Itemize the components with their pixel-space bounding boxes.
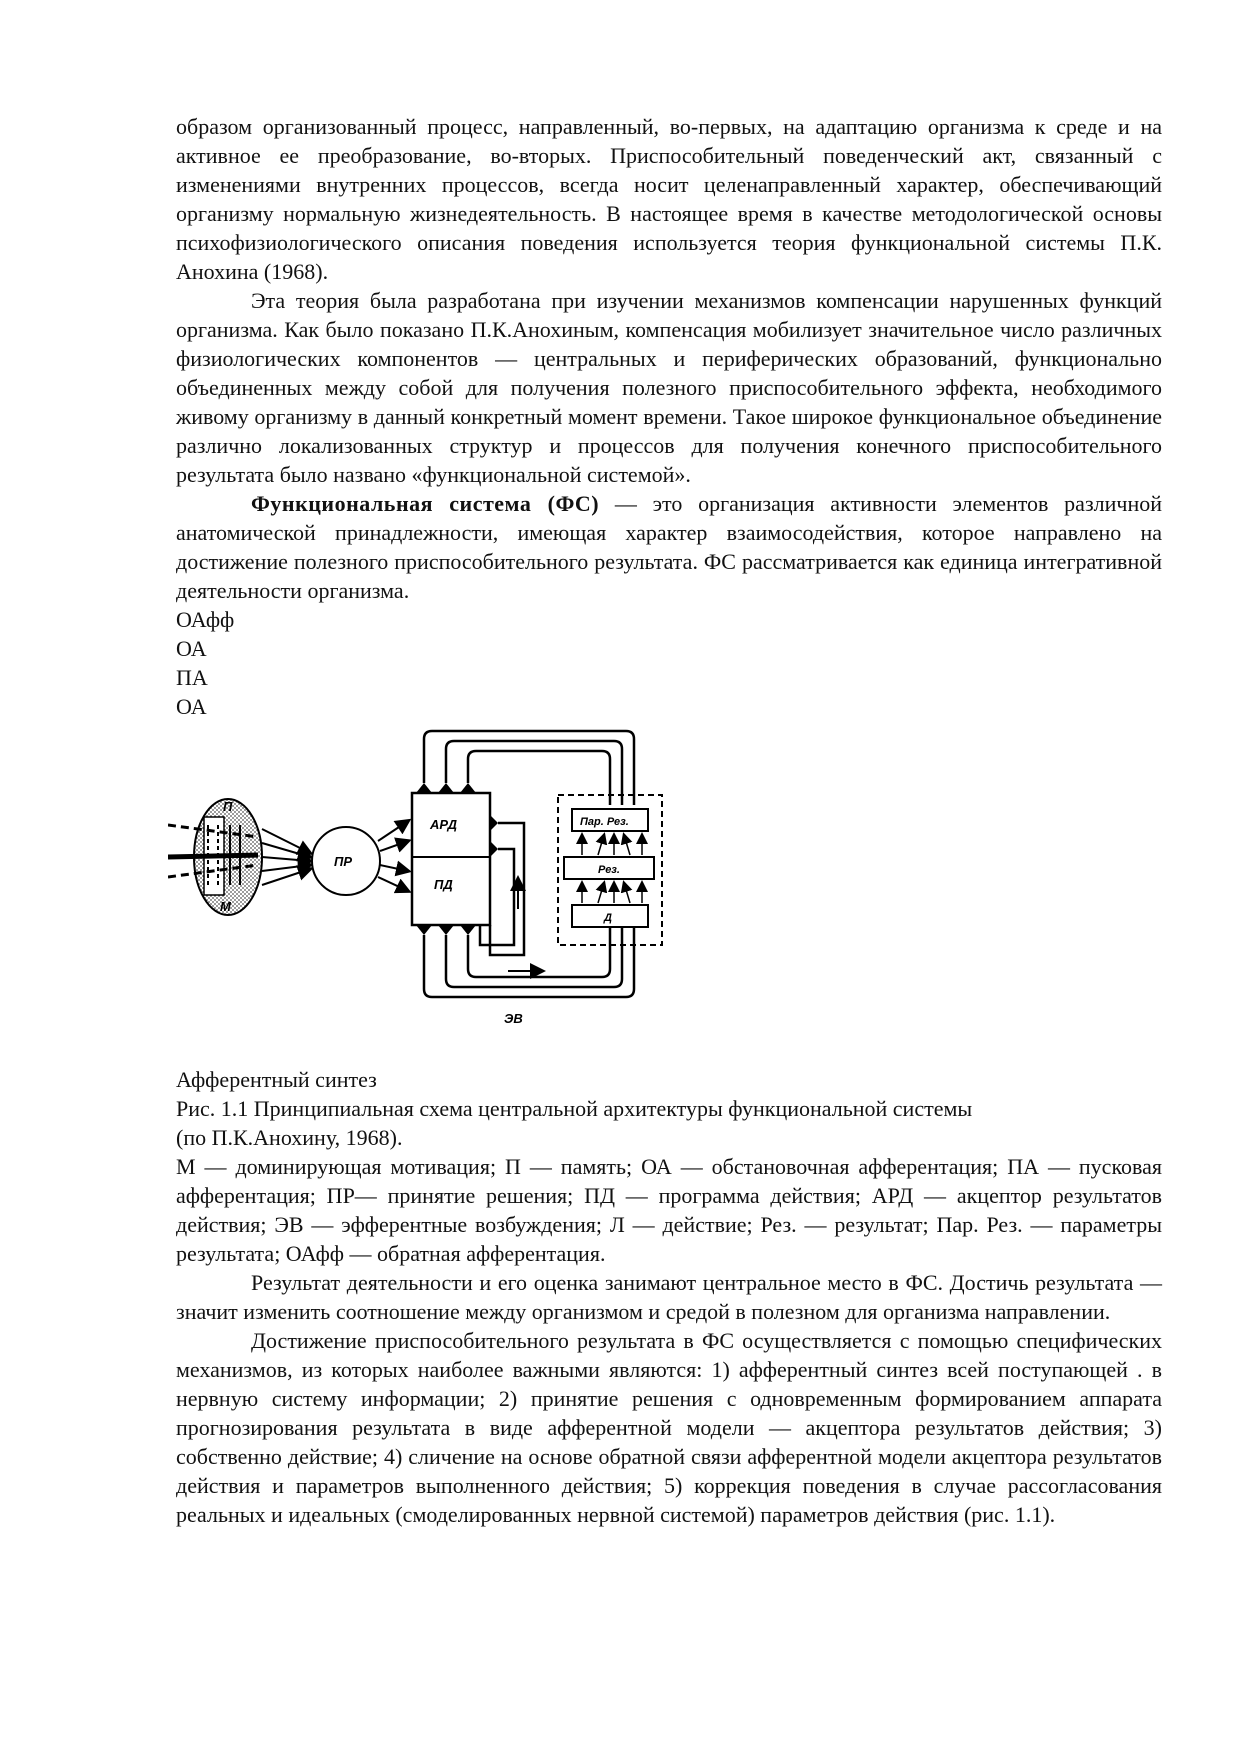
feedback-loops	[422, 729, 636, 805]
memory-label: П	[223, 799, 233, 814]
result-params-label: Пар. Рез.	[580, 816, 629, 828]
decision-node: ПР	[311, 826, 381, 896]
acceptor-program-block: АРД ПД	[410, 783, 498, 935]
efferent-loops	[422, 821, 636, 999]
acceptor-label: АРД	[429, 817, 458, 832]
definition-term: Функциональная система (ФС)	[251, 491, 600, 516]
result-block: Пар. Рез. Рез. Д	[557, 794, 663, 946]
motivation-label: М	[220, 899, 232, 914]
figure-caption: Афферентный синтез Рис. 1.1 Принципиальн…	[176, 1065, 1162, 1268]
functional-system-diagram: П М ПР	[168, 725, 728, 1065]
paragraph-result: Результат деятельности и его оценка зани…	[176, 1270, 1162, 1324]
caption-title-line1: Рис. 1.1 Принципиальная схема центрально…	[176, 1096, 973, 1121]
paragraph-theory: Эта теория была разработана при изучении…	[176, 288, 1162, 487]
decision-arrows	[377, 818, 412, 894]
paragraph-definition: Функциональная система (ФС) — это органи…	[176, 489, 1162, 605]
document-page: образом организованный процесс, направле…	[168, 112, 1162, 1529]
label-oa-2: ОА	[176, 694, 207, 719]
afferent-synthesis-block: П М	[168, 798, 263, 916]
caption-title-line2: (по П.К.Анохину, 1968).	[176, 1125, 403, 1150]
label-oa-1: ОА	[176, 636, 207, 661]
caption-legend: М — доминирующая мотивация; П — память; …	[176, 1154, 1162, 1266]
program-label: ПД	[434, 877, 453, 892]
action-label: Д	[603, 912, 612, 924]
caption-subtitle: Афферентный синтез	[176, 1067, 377, 1092]
label-oaff: ОАфф	[176, 607, 235, 632]
label-pa: ПА	[176, 665, 208, 690]
afferent-arrows	[261, 828, 314, 886]
paragraph-intro: образом организованный процесс, направле…	[176, 114, 1162, 284]
paragraph-mechanisms: Достижение приспособительного результата…	[176, 1328, 1162, 1527]
definition-text: — это организация активности элементов р…	[176, 491, 1162, 603]
result-label: Рез.	[598, 864, 620, 876]
efferent-label: ЭВ	[504, 1011, 523, 1026]
decision-label: ПР	[334, 854, 352, 869]
